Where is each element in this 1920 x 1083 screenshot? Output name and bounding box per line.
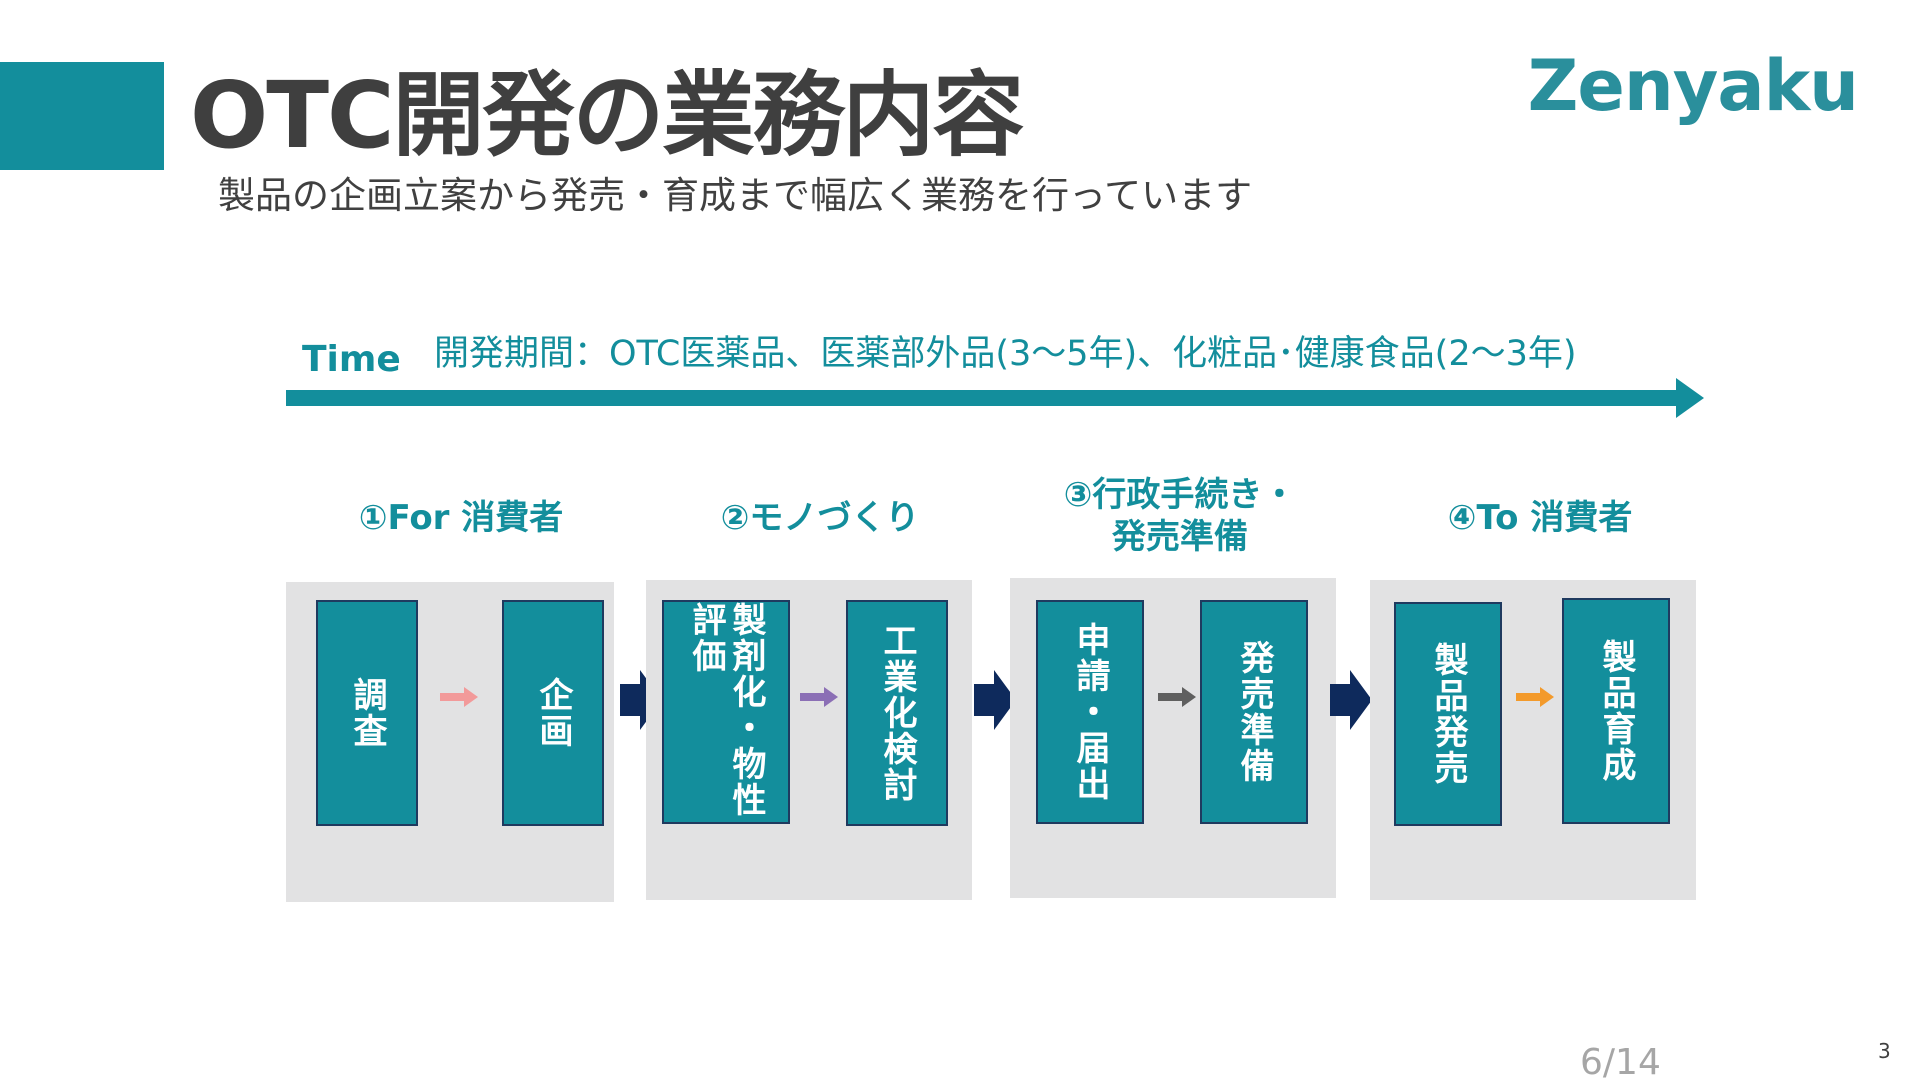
step-box-planning: 企画 (502, 600, 604, 826)
time-label: Time (302, 339, 401, 380)
title-accent-bar (0, 62, 164, 170)
page-subtitle: 製品の企画立案から発売・育成まで幅広く業務を行っています (218, 174, 1253, 217)
step-box-launch-prep: 発売準備 (1200, 600, 1308, 824)
stage-arrow-icon (620, 670, 662, 730)
step-box-industrialization: 工業化検討 (846, 600, 948, 826)
step-label: 製品育成 (1596, 639, 1636, 783)
step-box-product-growth: 製品育成 (1562, 598, 1670, 824)
step-label: 製品発売 (1428, 642, 1468, 786)
step-label: 企画 (533, 677, 573, 749)
slide-number: 3 (1878, 1039, 1891, 1063)
page-indicator: 6/14 (1580, 1042, 1661, 1083)
step-label: 工業化検討 (877, 623, 917, 803)
step-label: 申請・届出 (1070, 622, 1110, 802)
step-label: 製剤化・物性評価 (686, 602, 766, 818)
step-box-application: 申請・届出 (1036, 600, 1144, 824)
step-label: 調査 (347, 677, 387, 749)
arrow-right-icon (1516, 687, 1554, 707)
arrow-right-icon (1158, 687, 1196, 707)
stage-arrow-icon (1330, 670, 1372, 730)
stage-title-2: ②モノづくり (720, 498, 920, 538)
arrow-right-icon (800, 687, 838, 707)
step-box-formulation: 製剤化・物性評価 (662, 600, 790, 824)
time-arrow-icon (286, 378, 1704, 418)
development-period-text: 開発期間：OTC医薬品、医薬部外品(3～5年)、化粧品･健康食品(2～3年) (434, 334, 1577, 374)
step-label: 発売準備 (1234, 640, 1274, 784)
stage-arrow-icon (974, 670, 1016, 730)
page-title: OTC開発の業務内容 (190, 62, 1024, 169)
arrow-right-icon (440, 687, 478, 707)
company-logo: Zenyaku (1527, 45, 1859, 127)
stage-title-1: ①For 消費者 (358, 498, 564, 538)
stage-title-3: ③行政手続き・ 発売準備 (1063, 475, 1297, 557)
step-box-survey: 調査 (316, 600, 418, 826)
step-box-product-launch: 製品発売 (1394, 602, 1502, 826)
stage-title-4: ④To 消費者 (1447, 498, 1633, 538)
